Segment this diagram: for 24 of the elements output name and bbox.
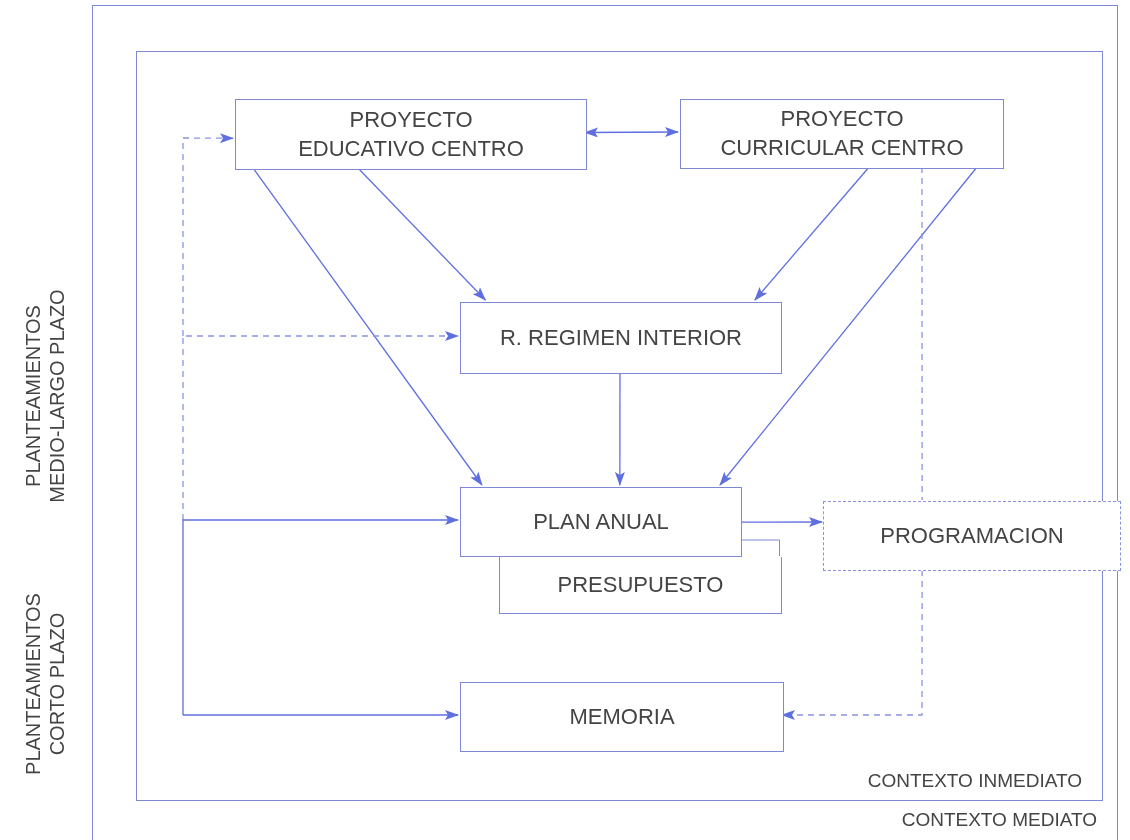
side-label: PLANTEAMIENTOS MEDIO-LARGO PLAZO [21,288,69,505]
context-label: CONTEXTO INMEDIATO [867,771,1082,790]
box-text: PLAN ANUAL [533,507,669,536]
box-text: PROYECTO EDUCATIVO CENTRO [297,105,525,163]
process-box [823,501,1121,571]
arrow [182,710,459,720]
process-box [460,302,782,374]
context-frame [136,51,1103,801]
box-text: MEMORIA [569,702,675,731]
box-text: PROGRAMACION [880,521,1064,550]
process-box [499,557,782,614]
box-text: PROYECTO CURRICULAR CENTRO [719,105,965,162]
process-box [235,99,587,170]
process-box [680,99,1004,169]
arrow [182,331,459,521]
context-frame [92,5,1118,840]
process-box [460,487,742,557]
context-label: CONTEXTO MEDIATO [901,810,1097,829]
arrow [182,133,234,337]
box-text: PRESUPUESTO [557,570,724,599]
side-label: PLANTEAMIENTOS CORTO PLAZO [21,592,69,777]
box-text: R. REGIMEN INTERIOR [500,323,742,352]
arrow [182,515,459,716]
process-box [460,682,784,752]
